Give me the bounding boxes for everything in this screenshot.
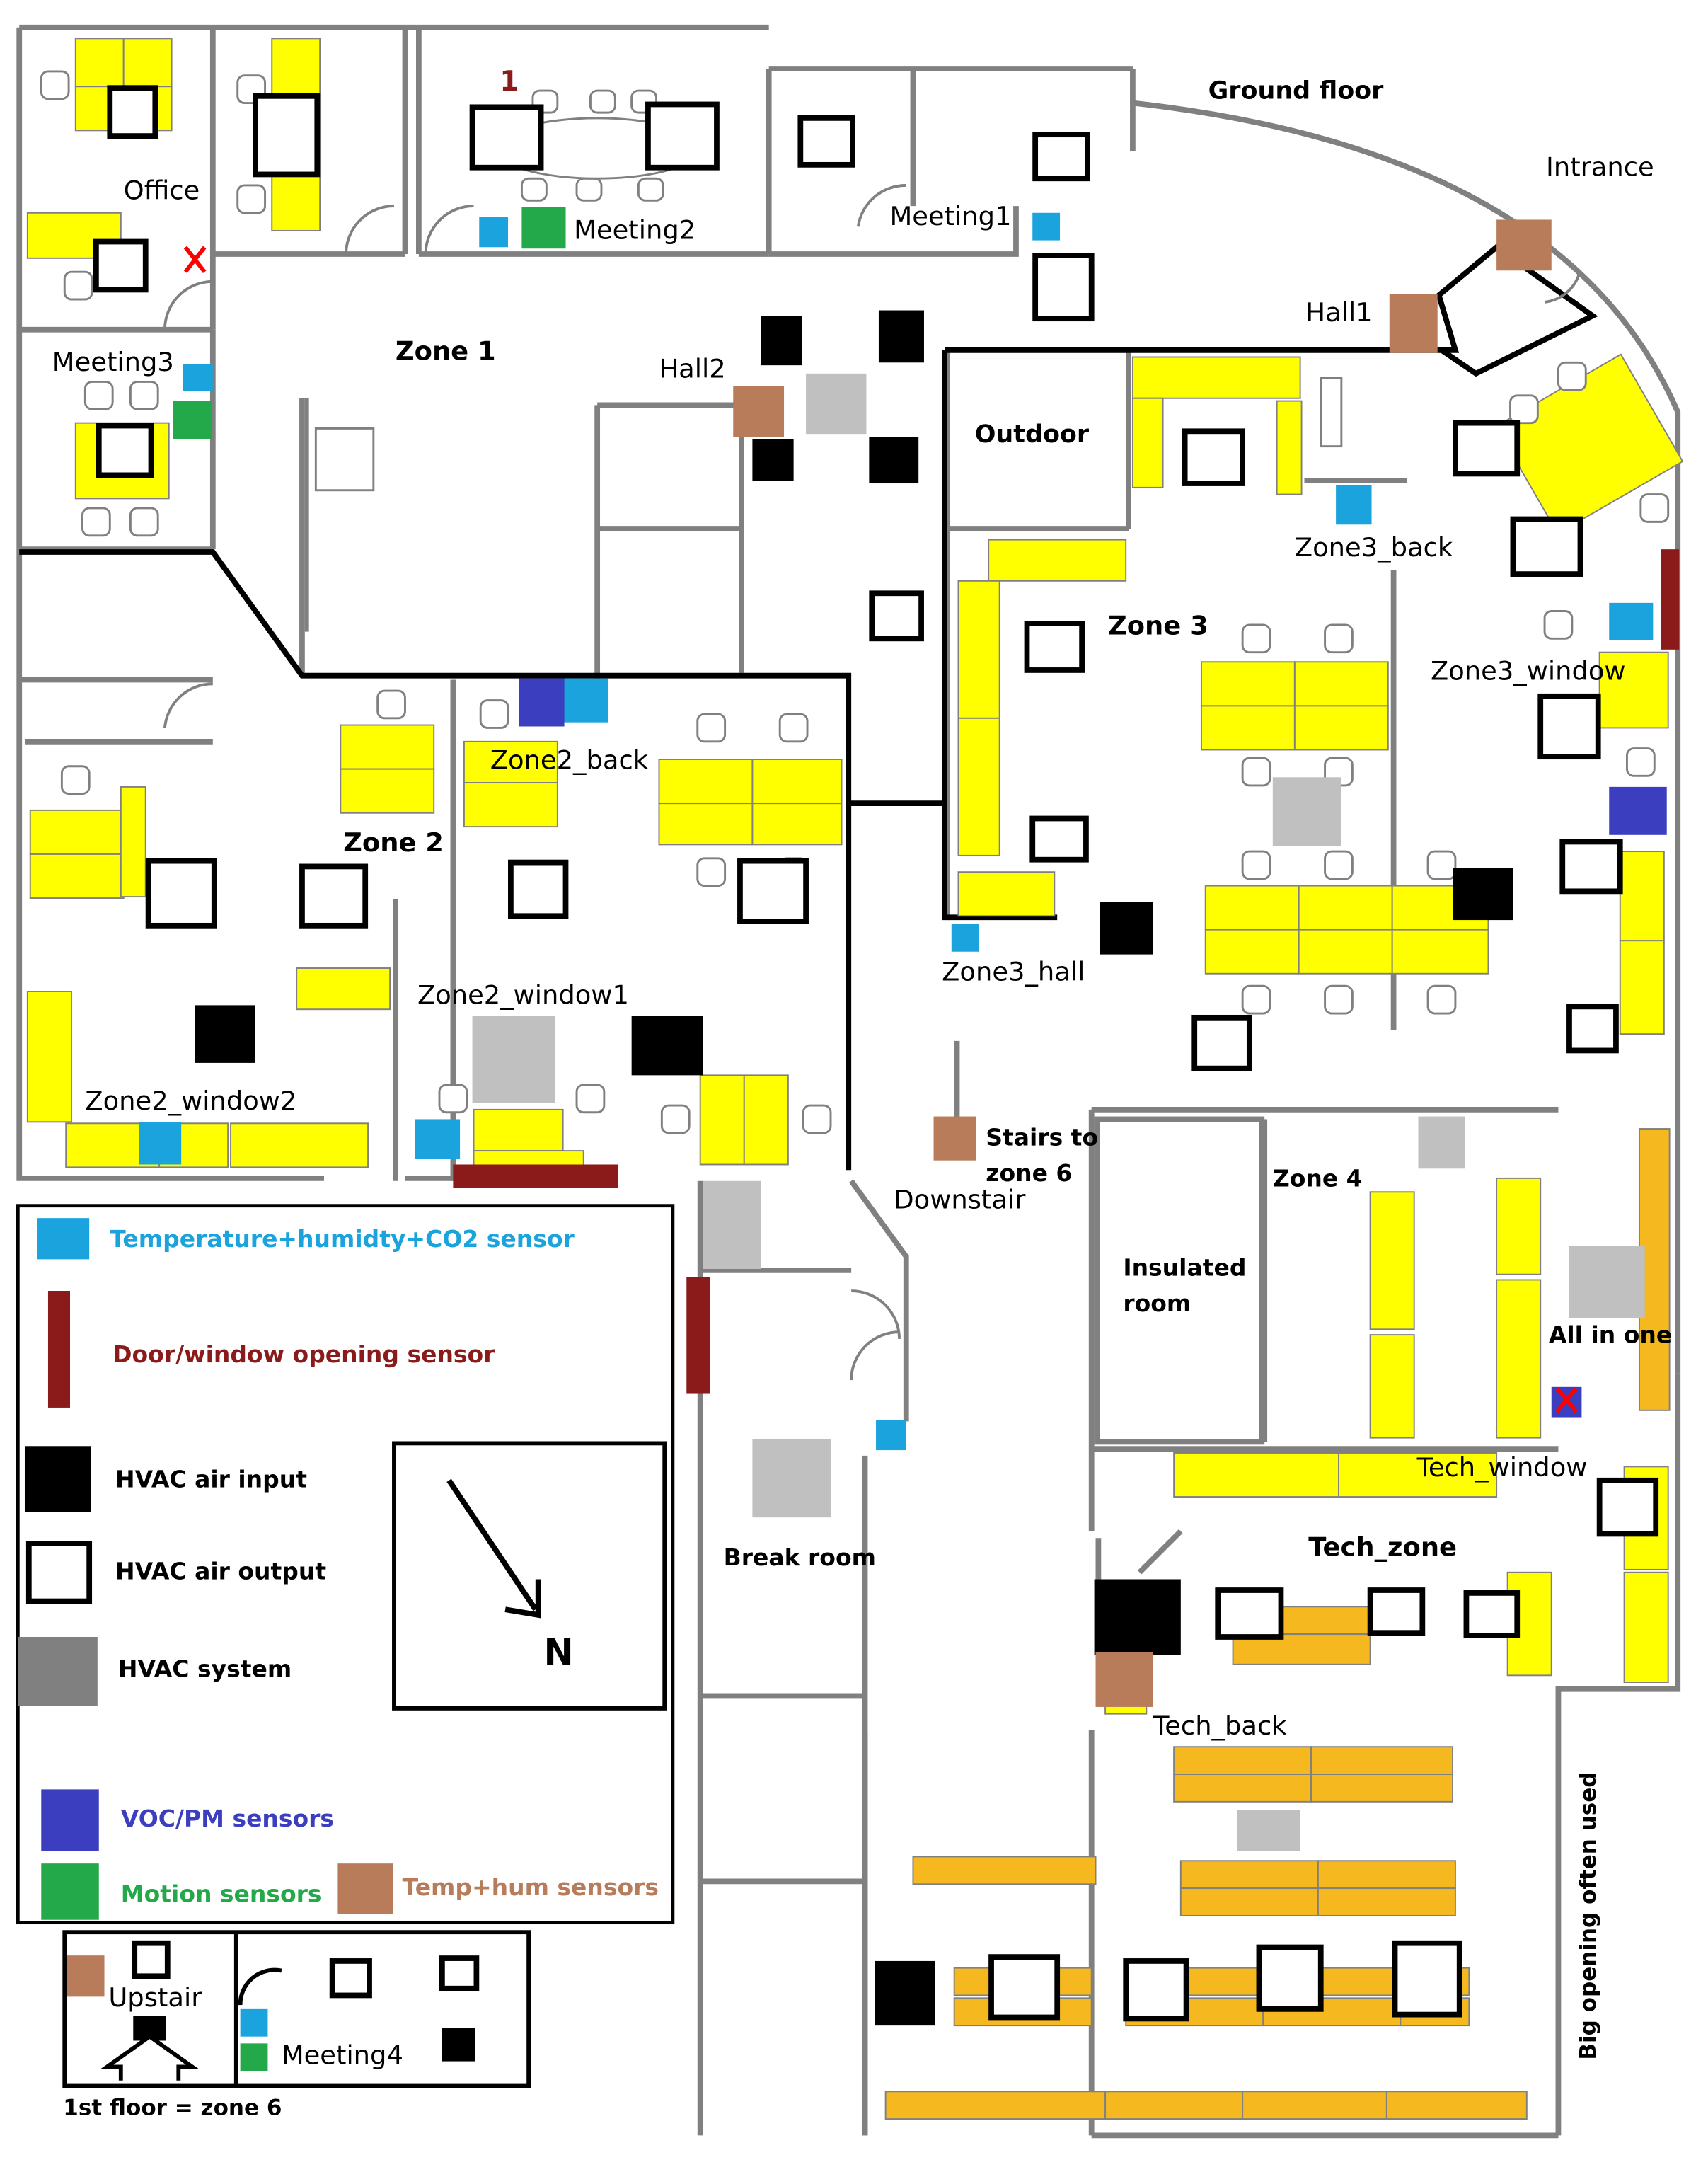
meeting1-label: Meeting1 xyxy=(889,201,1011,231)
big-opening-label: Big opening often used xyxy=(1576,1772,1601,2060)
zone4-label: Zone 4 xyxy=(1273,1165,1363,1192)
legend-door-swatch xyxy=(47,1291,71,1408)
legend-input-label: HVAC air input xyxy=(115,1465,307,1493)
zone1-label: Zone 1 xyxy=(396,335,496,366)
north-arrow-icon xyxy=(446,1478,541,1619)
zone2-window1-label: Zone2_window1 xyxy=(417,979,629,1010)
insulated-label-1: Insulated xyxy=(1123,1254,1246,1282)
zone2-label: Zone 2 xyxy=(343,827,444,858)
meeting4-label: Meeting4 xyxy=(282,2040,403,2070)
legend-door-label: Door/window opening sensor xyxy=(112,1340,495,1368)
floor-title: Ground floor xyxy=(1208,77,1385,105)
legend-output-swatch xyxy=(25,1541,93,1604)
entrance-label: Intrance xyxy=(1546,151,1654,182)
legend-voc-swatch xyxy=(41,1789,99,1851)
zone3-label: Zone 3 xyxy=(1108,610,1208,640)
tech-zone-label: Tech_zone xyxy=(1308,1532,1457,1563)
tech-back-label: Tech_back xyxy=(1153,1711,1287,1741)
walls xyxy=(16,24,1681,2139)
legend-box xyxy=(16,1204,675,1925)
hvac-systems xyxy=(472,373,1645,1851)
legend-temphum-swatch xyxy=(337,1863,393,1914)
insulated-room-wall xyxy=(1094,1116,1265,1445)
legend-co2-swatch xyxy=(37,1218,90,1260)
legend-co2-label: Temperature+humidty+CO2 sensor xyxy=(110,1225,575,1253)
zone2-window2-label: Zone2_window2 xyxy=(85,1086,296,1116)
voc-pm-sensors xyxy=(519,678,1667,1418)
hall2-label: Hall2 xyxy=(659,354,725,384)
legend-temphum-label: Temp+hum sensors xyxy=(403,1873,659,1901)
tech-window-label: Tech_window xyxy=(1416,1452,1588,1483)
hvac-air-inputs xyxy=(133,310,1513,2062)
stairs-label-1: Stairs to xyxy=(986,1123,1098,1151)
compass-box xyxy=(392,1441,667,1711)
up-arrow-icon xyxy=(100,2034,199,2081)
all-in-one-label: All in one xyxy=(1549,1321,1672,1349)
desks-yellow xyxy=(26,38,1684,1715)
break-room-label: Break room xyxy=(724,1544,876,1571)
first-floor-note: 1st floor = zone 6 xyxy=(63,2095,282,2120)
meeting2-label: Meeting2 xyxy=(574,215,696,246)
temp-hum-sensors xyxy=(66,219,1552,1997)
zone2-back-label: Zone2_back xyxy=(490,745,649,776)
zone3-hall-label: Zone3_hall xyxy=(942,956,1085,987)
hvac-air-outputs xyxy=(93,85,1659,2022)
printer xyxy=(314,427,375,492)
room-number: 1 xyxy=(500,66,519,98)
motion-sensors xyxy=(173,207,566,2071)
hall1-label: Hall1 xyxy=(1305,297,1372,328)
legend-hvac-swatch xyxy=(18,1636,98,1706)
legend-output-label: HVAC air output xyxy=(115,1557,326,1585)
chairs xyxy=(40,70,1670,1134)
downstair-label: Downstair xyxy=(894,1185,1026,1215)
legend-motion-swatch xyxy=(41,1863,99,1920)
zone3-back-label: Zone3_back xyxy=(1295,532,1453,563)
zone3-window-label: Zone3_window xyxy=(1431,656,1626,686)
door-window-sensors xyxy=(453,549,1680,1394)
north-label: N xyxy=(543,1631,573,1673)
legend-hvac-label: HVAC system xyxy=(118,1655,292,1682)
outdoor-label: Outdoor xyxy=(975,420,1090,449)
broken-sensor-marks xyxy=(183,246,1578,1413)
stairs-label-2: zone 6 xyxy=(986,1159,1072,1187)
legend-voc-label: VOC/PM sensors xyxy=(121,1805,334,1832)
office-label: Office xyxy=(124,175,200,205)
meeting3-label: Meeting3 xyxy=(52,347,174,377)
co2-sensors xyxy=(139,212,1654,2037)
first-floor-box xyxy=(62,1930,531,2088)
upstair-label: Upstair xyxy=(108,1982,202,2013)
legend-input-swatch xyxy=(24,1446,91,1512)
insulated-label-2: room xyxy=(1123,1289,1191,1317)
legend-motion-label: Motion sensors xyxy=(121,1880,322,1907)
